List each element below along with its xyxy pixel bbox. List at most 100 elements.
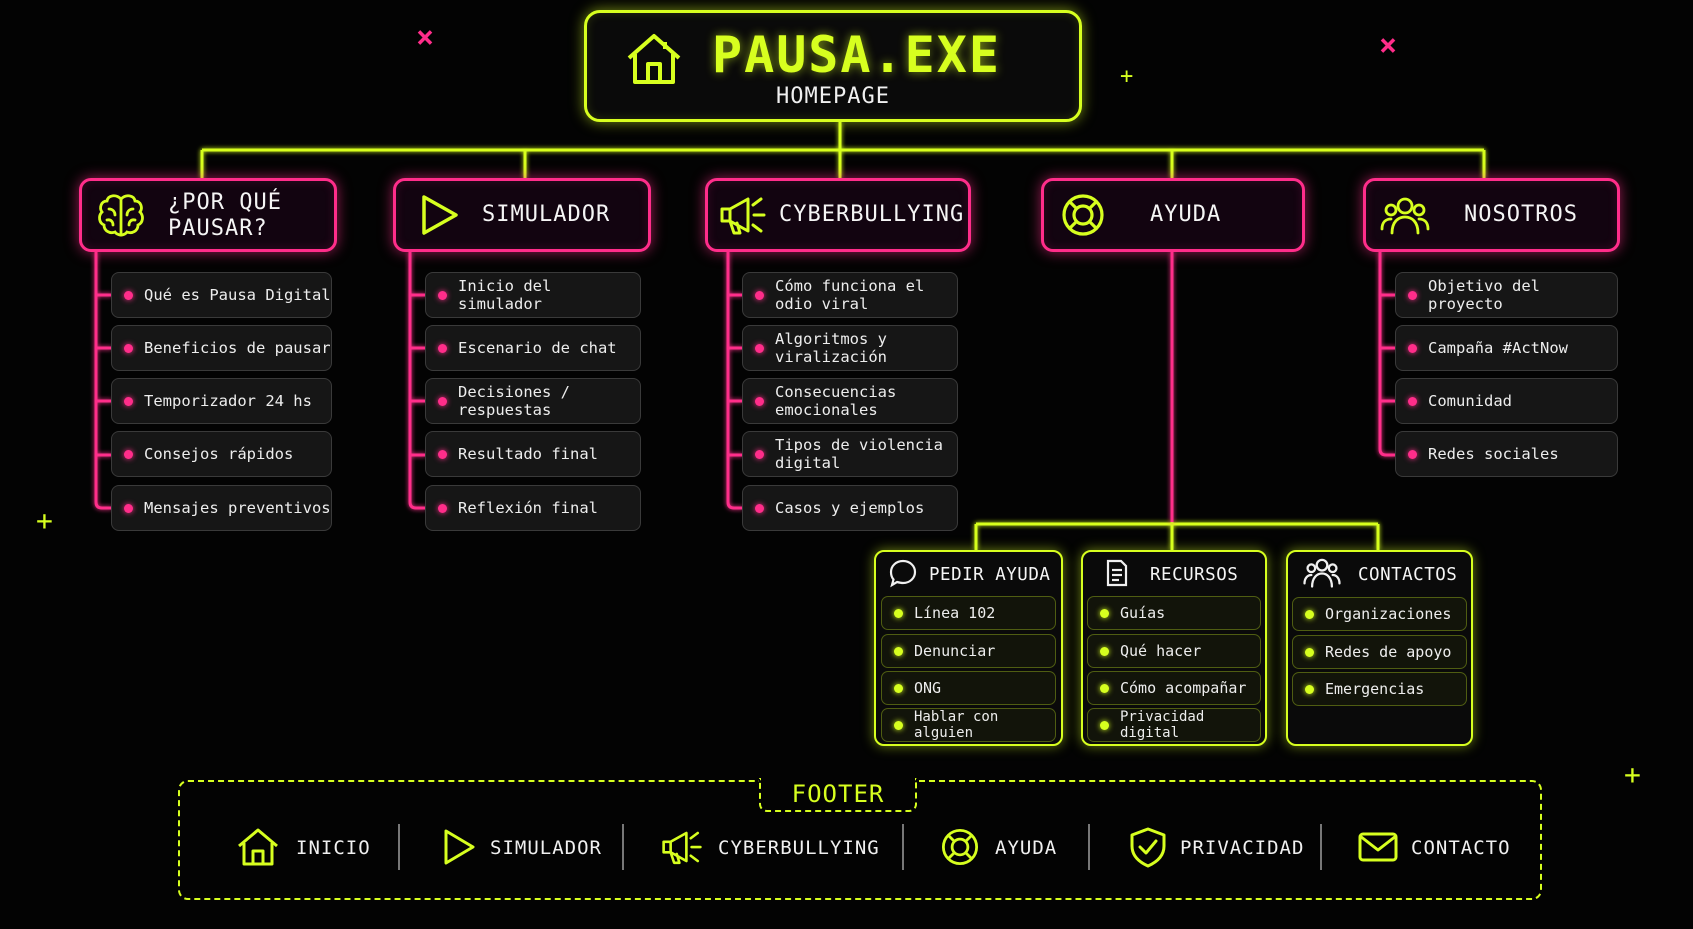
section-nosotros[interactable] (1363, 178, 1620, 252)
bullet-dot (124, 396, 133, 406)
list-item[interactable]: Comunidad (1395, 378, 1618, 424)
users-icon (1303, 558, 1341, 588)
lifebuoy-icon (1062, 194, 1104, 236)
bullet-dot (1305, 647, 1314, 657)
list-item[interactable]: Consejos rápidos (111, 431, 332, 477)
list-item[interactable]: Línea 102 (881, 596, 1056, 630)
page-subtitle: HOMEPAGE (776, 84, 890, 109)
bullet-dot (755, 290, 764, 300)
list-item[interactable]: Casos y ejemplos (742, 485, 958, 531)
list-item[interactable]: Redes de apoyo (1292, 635, 1467, 669)
plus-icon: + (36, 504, 53, 537)
bullet-dot (894, 646, 903, 656)
bullet-dot (1408, 290, 1417, 300)
bullet-dot (1305, 609, 1314, 619)
list-item[interactable]: Campaña #ActNow (1395, 325, 1618, 371)
footer-nav-privacidad[interactable]: PRIVACIDAD (1180, 837, 1305, 859)
footer-nav-ayuda[interactable]: AYUDA (995, 837, 1058, 859)
list-item[interactable]: Algoritmos y viralización (742, 325, 958, 371)
root-node[interactable] (584, 10, 1082, 122)
bullet-dot (1100, 646, 1109, 656)
list-item[interactable]: Privacidad digital (1087, 708, 1261, 742)
bullet-dot (438, 396, 447, 406)
footer-nav-inicio[interactable]: INICIO (296, 837, 371, 859)
mail-icon (1358, 832, 1398, 862)
play-icon (444, 829, 475, 865)
list-item[interactable]: Qué es Pausa Digital (111, 272, 332, 318)
footer-tab (759, 778, 917, 812)
list-item[interactable]: Resultado final (425, 431, 641, 477)
list-item[interactable]: Cómo funciona el odio viral (742, 272, 958, 318)
close-icon: × (416, 20, 435, 55)
bullet-dot (894, 720, 903, 730)
list-item[interactable]: Consecuencias emocionales (742, 378, 958, 424)
bullet-dot (755, 503, 764, 513)
list-item[interactable]: Mensajes preventivos (111, 485, 332, 531)
play-icon (422, 195, 458, 235)
list-item[interactable]: Organizaciones (1292, 597, 1467, 631)
list-item[interactable]: Reflexión final (425, 485, 641, 531)
shield-check-icon (1130, 827, 1166, 868)
list-item[interactable]: Tipos de violencia digital (742, 431, 958, 477)
list-item[interactable]: Redes sociales (1395, 431, 1618, 477)
list-item[interactable]: Qué hacer (1087, 634, 1261, 668)
document-icon (1106, 559, 1128, 587)
bullet-dot (1408, 396, 1417, 406)
divider (1088, 824, 1090, 870)
plus-icon: + (1120, 64, 1134, 89)
bullet-dot (438, 449, 447, 459)
bullet-dot (438, 503, 447, 513)
bullet-dot (1100, 720, 1109, 730)
help-box-label: PEDIR AYUDA (929, 565, 1051, 585)
bullet-dot (755, 449, 764, 459)
section-ayuda[interactable] (1041, 178, 1305, 252)
help-box-label: CONTACTOS (1358, 565, 1458, 585)
footer-title: FOOTER (791, 780, 885, 808)
bullet-dot (124, 449, 133, 459)
footer-nav-cyberbullying[interactable]: CYBERBULLYING (718, 837, 880, 859)
brain-icon (98, 194, 144, 237)
lifebuoy-icon (941, 828, 979, 866)
bullet-dot (1100, 608, 1109, 618)
page-title: PAUSA.EXE (712, 26, 1001, 84)
section-label: NOSOTROS (1464, 202, 1578, 227)
list-item[interactable]: Objetivo del proyecto (1395, 272, 1618, 318)
list-item[interactable]: Beneficios de pausar (111, 325, 332, 371)
megaphone-icon (720, 197, 766, 235)
list-item[interactable]: Guías (1087, 596, 1261, 630)
divider (1320, 824, 1322, 870)
section-label: SIMULADOR (482, 202, 611, 227)
chat-bubble-icon (889, 559, 917, 588)
footer-nav-contacto[interactable]: CONTACTO (1411, 837, 1511, 859)
list-item[interactable]: Inicio del simulador (425, 272, 641, 318)
bullet-dot (124, 290, 133, 300)
list-item[interactable]: Denunciar (881, 634, 1056, 668)
list-item[interactable]: Emergencias (1292, 672, 1467, 706)
divider (902, 824, 904, 870)
users-icon (1380, 197, 1430, 235)
list-item[interactable]: Hablar con alguien (881, 708, 1056, 742)
list-item[interactable]: Cómo acompañar (1087, 671, 1261, 705)
bullet-dot (755, 343, 764, 353)
bullet-dot (124, 343, 133, 353)
bullet-dot (1305, 684, 1314, 694)
close-icon: × (1379, 28, 1398, 63)
section-simulador[interactable] (393, 178, 651, 252)
bullet-dot (1408, 449, 1417, 459)
divider (398, 824, 400, 870)
footer-nav-simulador[interactable]: SIMULADOR (490, 837, 602, 859)
list-item[interactable]: Temporizador 24 hs (111, 378, 332, 424)
bullet-dot (755, 396, 764, 406)
house-icon (238, 828, 278, 866)
help-box-label: RECURSOS (1150, 565, 1239, 585)
section-label: AYUDA (1150, 202, 1222, 227)
list-item[interactable]: Escenario de chat (425, 325, 641, 371)
divider (622, 824, 624, 870)
section-label: CYBERBULLYING (779, 202, 965, 227)
bullet-dot (894, 608, 903, 618)
list-item[interactable]: ONG (881, 671, 1056, 705)
bullet-dot (124, 503, 133, 513)
list-item[interactable]: Decisiones / respuestas (425, 378, 641, 424)
bullet-dot (438, 290, 447, 300)
